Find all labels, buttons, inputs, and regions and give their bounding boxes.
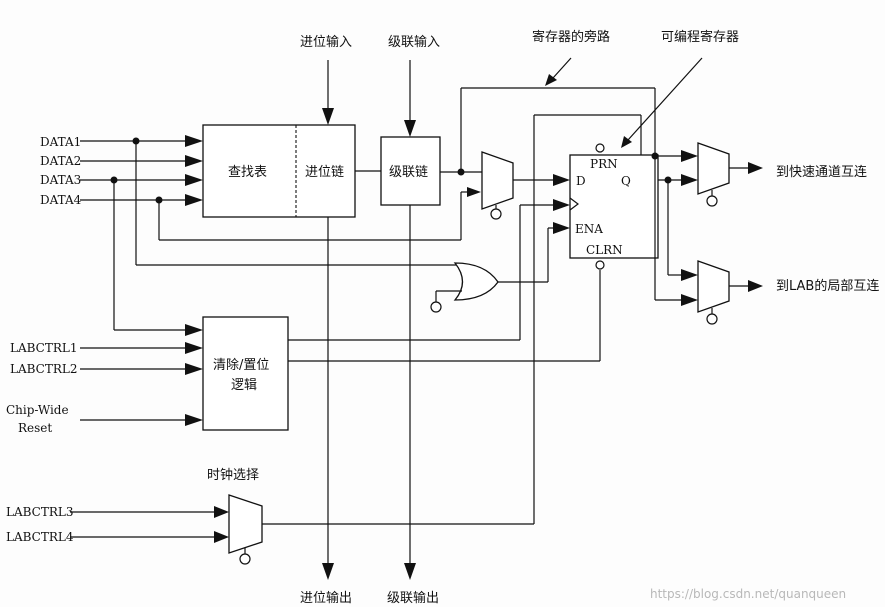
ff-clock-triangle: [569, 197, 579, 211]
label-cascade-in: 级联输入: [388, 34, 440, 50]
lut-block: [202, 124, 356, 218]
input-label-chip-wide: Chip-Wide: [6, 403, 69, 417]
output-label-cascade-out: 级联输出: [387, 590, 439, 606]
output-label-fast-track: 到快速通道互连: [776, 164, 867, 180]
clock-select-mux: [228, 114, 642, 565]
input-label-labctrl1: LABCTRL1: [10, 341, 78, 355]
label-programmable-register: 可编程寄存器: [661, 29, 739, 45]
input-label-labctrl4: LABCTRL4: [6, 530, 74, 544]
input-label-data4: DATA4: [40, 193, 82, 207]
or-gate: [430, 222, 570, 313]
output-label-lab-local: 到LAB的局部互连: [776, 278, 879, 294]
carry-chain-label: 进位链: [305, 165, 344, 180]
input-label-reset: Reset: [18, 421, 52, 435]
cascade-output-wires: [440, 87, 656, 300]
lut-label: 查找表: [228, 165, 267, 180]
lab-local-mux: [697, 260, 763, 325]
control-input-wires: [80, 342, 203, 426]
ff-clrn-bubble: [595, 260, 605, 270]
carry-wires: [322, 60, 334, 580]
data-input-wires: [80, 135, 203, 206]
clock-input-wires: [70, 506, 229, 543]
data4-branch: [155, 187, 481, 241]
label-register-bypass: 寄存器的旁路: [532, 29, 610, 45]
cascade-chain-label: 级联链: [389, 165, 428, 180]
clear-preset-label-1: 清除/置位: [213, 358, 269, 373]
data1-branch: [132, 137, 462, 266]
label-carry-in: 进位输入: [300, 34, 352, 50]
ff-prn-label: PRN: [590, 157, 618, 171]
input-label-labctrl3: LABCTRL3: [6, 505, 74, 519]
clear-preset-block: [202, 316, 289, 431]
bypass-annotation-arrow: [545, 57, 572, 86]
cascade-chain-block: [380, 136, 441, 206]
watermark: https://blog.csdn.net/quanqueen: [650, 587, 846, 601]
ff-clrn-label: CLRN: [586, 243, 623, 257]
data3-branch: [110, 176, 203, 336]
fast-track-mux: [697, 142, 763, 207]
input-label-data1: DATA1: [40, 135, 81, 149]
input-label-data3: DATA3: [40, 173, 81, 187]
clear-preset-output-wires: [288, 199, 601, 362]
ff-q-label: Q: [621, 174, 631, 188]
bypass-mux: [481, 151, 570, 220]
cascade-wires: [404, 60, 416, 580]
clock-select-label: 时钟选择: [207, 467, 259, 483]
output-label-carry-out: 进位输出: [300, 590, 352, 606]
input-label-labctrl2: LABCTRL2: [10, 362, 78, 376]
ff-d-label: D: [576, 174, 586, 188]
ff-prn-bubble: [595, 143, 605, 153]
register-annotation-arrow: [621, 57, 703, 148]
register-flipflop: [569, 154, 659, 259]
input-label-data2: DATA2: [40, 154, 81, 168]
q-output-wires: [651, 150, 698, 306]
clear-preset-label-2: 逻辑: [231, 378, 257, 393]
ff-ena-label: ENA: [575, 222, 603, 236]
